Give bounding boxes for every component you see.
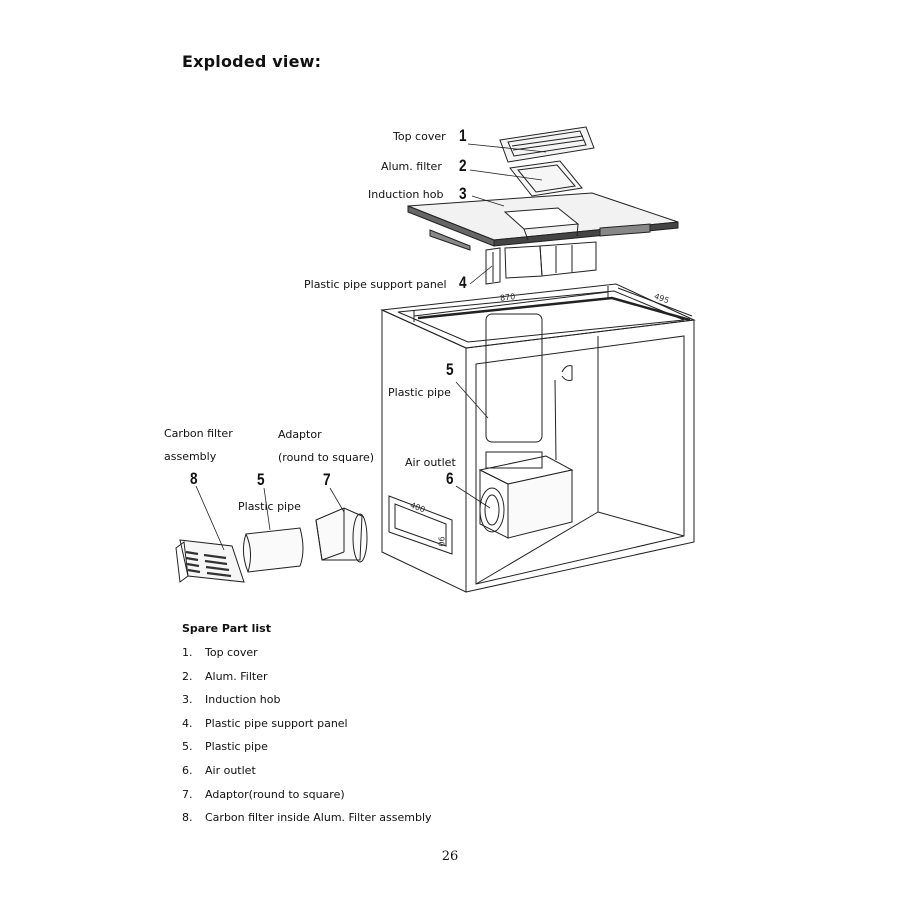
list-item-text: Adaptor(round to square)	[205, 787, 345, 801]
callout-number-7: 7	[323, 470, 331, 489]
list-item: 7. Adaptor(round to square)	[182, 788, 432, 812]
list-item-number: 1.	[182, 646, 193, 659]
page-heading: Exploded view:	[182, 52, 322, 71]
list-item-text: Top cover	[205, 646, 258, 659]
callout-label-adaptor-line2: (round to square)	[278, 451, 375, 464]
callout-number-6: 6	[446, 469, 454, 488]
list-item: 3. Induction hob	[182, 693, 432, 717]
list-item-number: 3.	[182, 693, 193, 707]
callout-number-3: 3	[459, 184, 467, 203]
callout-label-top-cover: Top cover	[393, 130, 446, 143]
list-item-text: Carbon filter inside Alum. Filter assemb…	[205, 811, 432, 825]
callout-number-8: 8	[190, 469, 198, 488]
page-number: 26	[441, 849, 459, 864]
callout-label-carbon-filter-line2: assembly	[164, 450, 217, 463]
list-item-number: 5.	[182, 740, 193, 754]
callout-label-adaptor-line1: Adaptor	[278, 428, 322, 441]
callout-label-carbon-filter-line1: Carbon filter	[164, 427, 233, 440]
callout-label-alum-filter: Alum. filter	[381, 160, 442, 173]
callout-label-air-outlet: Air outlet	[405, 456, 456, 469]
list-item-number: 4.	[182, 716, 193, 730]
carbon-filter-drawing	[175, 539, 245, 583]
list-item: 4. Plastic pipe support panel	[182, 717, 432, 741]
adaptor-drawing	[315, 507, 368, 563]
dimension-outlet-height: 90	[436, 536, 446, 547]
list-item-text: Alum. Filter	[205, 669, 268, 683]
leader-lines	[195, 143, 547, 551]
dimension-width: 870	[499, 292, 516, 303]
spare-part-list: 1. Top cover 2. Alum. Filter 3. Induction h…	[182, 646, 432, 835]
callout-number-1: 1	[459, 126, 467, 145]
list-item-number: 2.	[182, 669, 193, 683]
list-item-text: Plastic pipe support panel	[205, 716, 348, 730]
callout-label-plastic-pipe: Plastic pipe	[388, 386, 451, 399]
cabinet-drawing	[380, 283, 696, 593]
list-item: 1. Top cover	[182, 646, 432, 670]
callout-number-4: 4	[459, 273, 467, 292]
callout-label-pipe-support-panel: Plastic pipe support panel	[304, 278, 447, 291]
loose-plastic-pipe-drawing	[242, 527, 304, 573]
list-item: 2. Alum. Filter	[182, 670, 432, 694]
callout-label-induction-hob: Induction hob	[368, 188, 444, 201]
callout-number-5: 5	[446, 360, 454, 379]
list-item-number: 6.	[182, 763, 193, 777]
alum-filter-drawing	[509, 160, 583, 197]
induction-hob-drawing	[407, 192, 679, 279]
list-item: 8. Carbon filter inside Alum. Filter asse…	[182, 811, 432, 835]
spare-part-list-title: Spare Part list	[182, 622, 271, 635]
list-item-number: 8.	[182, 811, 193, 825]
list-item-text: Induction hob	[205, 693, 281, 707]
top-cover-drawing	[499, 126, 595, 163]
list-item-number: 7.	[182, 787, 193, 801]
callout-number-5-loose: 5	[257, 470, 265, 489]
list-item: 5. Plastic pipe	[182, 740, 432, 764]
list-item-text: Air outlet	[205, 763, 256, 777]
callout-label-plastic-pipe-loose: Plastic pipe	[238, 500, 301, 513]
pipe-support-panel-drawing	[485, 247, 501, 285]
list-item: 6. Air outlet	[182, 764, 432, 788]
list-item-text: Plastic pipe	[205, 740, 268, 754]
callout-number-2: 2	[459, 156, 467, 175]
